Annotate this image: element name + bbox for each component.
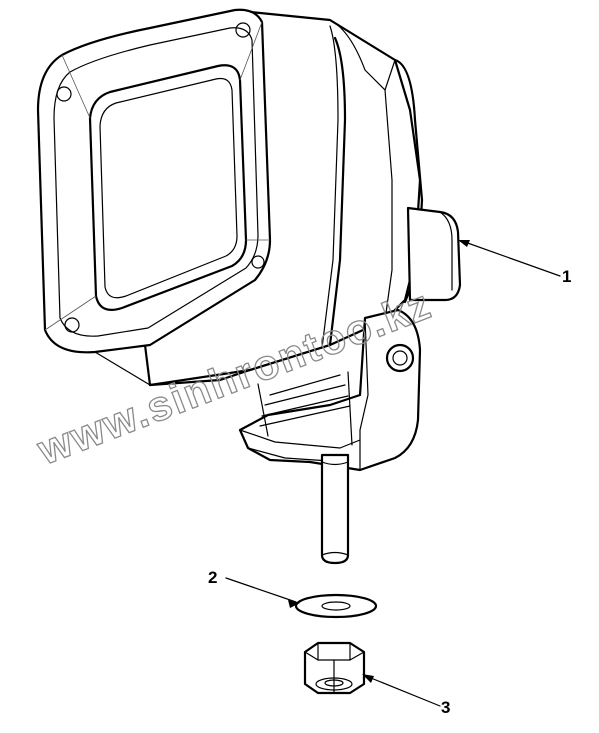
threaded-stud [320, 453, 350, 565]
work-lamp-housing [36, 8, 462, 387]
callout-1: 1 [562, 267, 571, 286]
leader-lines [225, 240, 561, 707]
mounting-bracket [238, 308, 422, 472]
nut-part [303, 641, 366, 695]
callout-3: 3 [441, 698, 450, 717]
washer-part [294, 593, 378, 619]
callout-2: 2 [208, 568, 217, 587]
